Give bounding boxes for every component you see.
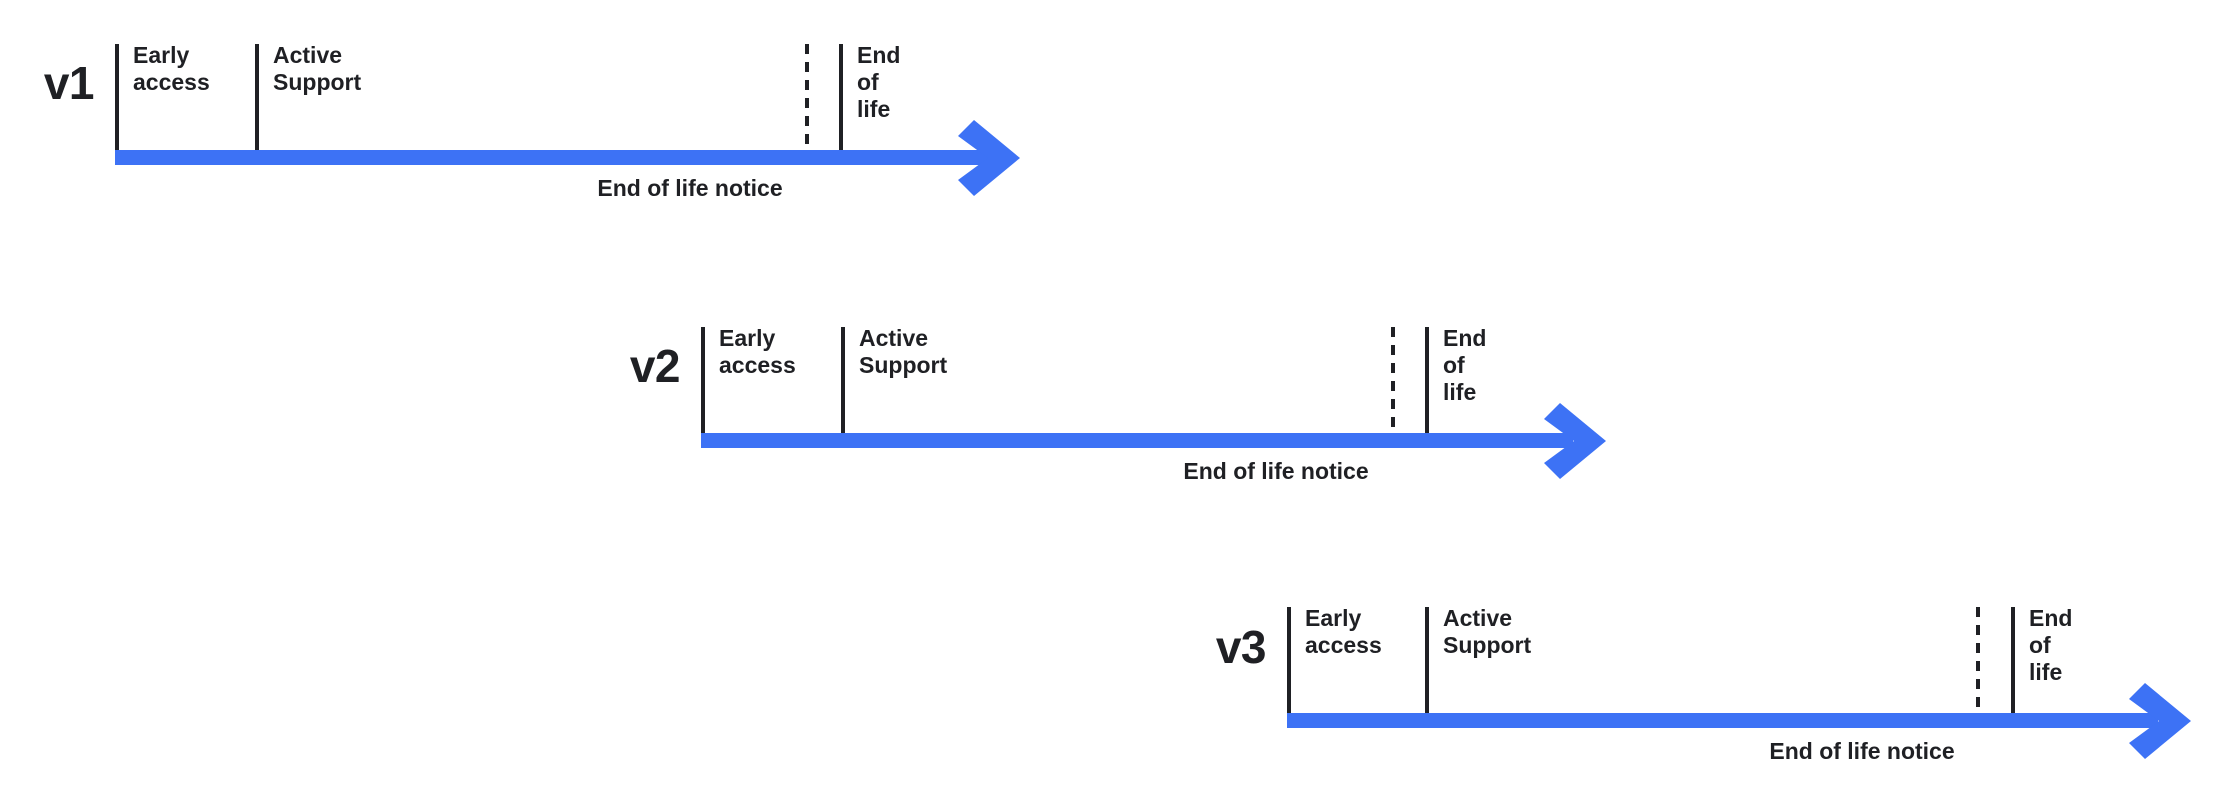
timeline-start-tick bbox=[1287, 607, 1291, 713]
end-of-life-tick bbox=[1425, 327, 1429, 433]
end-of-life-tick bbox=[839, 44, 843, 150]
lifecycle-bar bbox=[1287, 713, 2158, 728]
phase-label-end-of-life: End of life bbox=[1443, 325, 1487, 405]
arrow-head-icon bbox=[958, 119, 1020, 196]
version-label: v1 bbox=[43, 57, 95, 109]
end-of-life-notice-label: End of life notice bbox=[1769, 738, 1955, 764]
phase-label-active-support: Active Support bbox=[859, 325, 948, 378]
phase-label-early-access: Early access bbox=[133, 42, 210, 95]
phase-label-early-access: Early access bbox=[1305, 605, 1382, 658]
phase-label-early-access: Early access bbox=[719, 325, 796, 378]
end-of-life-notice-marker bbox=[1391, 327, 1395, 433]
phase-divider-tick bbox=[841, 327, 845, 433]
arrow-head-icon bbox=[1544, 402, 1606, 479]
phase-label-end-of-life: End of life bbox=[857, 42, 901, 122]
version-label: v3 bbox=[1215, 621, 1267, 673]
phase-divider-tick bbox=[255, 44, 259, 150]
arrow-head-icon bbox=[2129, 682, 2191, 759]
phase-label-active-support: Active Support bbox=[273, 42, 362, 95]
end-of-life-tick bbox=[2011, 607, 2015, 713]
end-of-life-notice-marker bbox=[1976, 607, 1980, 713]
version-label: v2 bbox=[629, 340, 681, 392]
lifecycle-bar bbox=[701, 433, 1573, 448]
end-of-life-notice-marker bbox=[805, 44, 809, 150]
phase-label-end-of-life: End of life bbox=[2029, 605, 2073, 685]
phase-label-active-support: Active Support bbox=[1443, 605, 1532, 658]
end-of-life-notice-label: End of life notice bbox=[1183, 458, 1369, 484]
phase-divider-tick bbox=[1425, 607, 1429, 713]
timeline-start-tick bbox=[701, 327, 705, 433]
timeline-start-tick bbox=[115, 44, 119, 150]
lifecycle-bar bbox=[115, 150, 988, 165]
end-of-life-notice-label: End of life notice bbox=[597, 175, 783, 201]
